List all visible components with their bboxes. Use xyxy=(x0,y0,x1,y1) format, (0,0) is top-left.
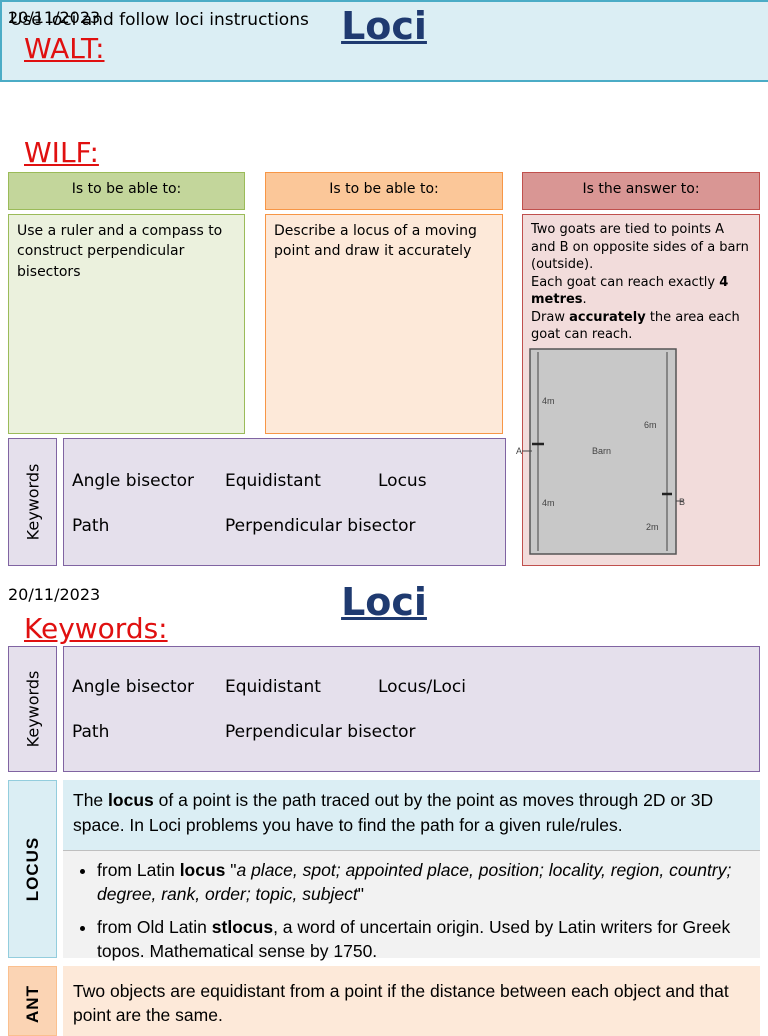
wilf-col3-header: Is the answer to: xyxy=(522,172,760,210)
keyword2-locus-loci: Locus/Loci xyxy=(378,677,466,697)
len-right-top: 6m xyxy=(644,420,657,430)
wilf-col2-text: Describe a locus of a moving point and d… xyxy=(274,223,477,260)
slide1-keywords-side: Keywords xyxy=(8,438,57,566)
goat-problem-text: Two goats are tied to points A and B on … xyxy=(531,222,749,343)
keyword-locus: Locus xyxy=(378,471,427,491)
len-top-left: 4m xyxy=(542,396,555,406)
locus-etymology: from Latin locus "a place, spot; appoint… xyxy=(63,850,760,961)
walt-box: Use loci and follow loci instructions xyxy=(0,0,768,82)
wilf-col1-text: Use a ruler and a compass to construct p… xyxy=(17,223,223,280)
wilf-col1-header: Is to be able to: xyxy=(8,172,245,210)
keyword2-angle-bisector: Angle bisector xyxy=(72,677,195,697)
slide1-title: Loci xyxy=(341,4,427,48)
equidistant-definition: Two objects are equidistant from a point… xyxy=(63,966,760,1036)
len-bottom-left: 4m xyxy=(542,498,555,508)
slide1-keywords-box: Angle bisector Equidistant Locus Path Pe… xyxy=(63,438,506,566)
equidistant-label: ANT xyxy=(22,985,42,1024)
etymology-item-2: from Old Latin stlocus, a word of uncert… xyxy=(97,916,750,963)
point-a-label: A xyxy=(516,446,522,456)
keywords-heading: Keywords: xyxy=(24,612,168,645)
keyword-path: Path xyxy=(72,516,110,536)
slide2-keywords-box: Angle bisector Equidistant Locus/Loci Pa… xyxy=(63,646,760,772)
keyword-angle-bisector: Angle bisector xyxy=(72,471,195,491)
walt-heading: WALT: xyxy=(24,32,105,65)
slide2-title: Loci xyxy=(341,580,427,624)
locus-definition: The locus of a point is the path traced … xyxy=(63,780,760,850)
slide1-keywords-label: Keywords xyxy=(23,463,42,541)
point-b-label: B xyxy=(679,497,685,507)
slide2-keywords-side: Keywords xyxy=(8,646,57,772)
locus-side: LOCUS xyxy=(8,780,57,958)
len-right-bottom: 2m xyxy=(646,522,659,532)
keyword2-path: Path xyxy=(72,722,110,742)
slide2-keywords-label: Keywords xyxy=(23,670,42,748)
keyword-equidistant: Equidistant xyxy=(225,471,321,491)
wilf-col2-header: Is to be able to: xyxy=(265,172,503,210)
keyword2-perpendicular-bisector: Perpendicular bisector xyxy=(225,722,416,742)
keyword-perpendicular-bisector: Perpendicular bisector xyxy=(225,516,416,536)
equidistant-side: ANT xyxy=(8,966,57,1036)
etymology-item-1: from Latin locus "a place, spot; appoint… xyxy=(97,859,750,906)
locus-label: LOCUS xyxy=(22,836,42,902)
wilf-heading: WILF: xyxy=(24,136,99,169)
wilf-col2-body: Describe a locus of a moving point and d… xyxy=(265,214,503,434)
barn-diagram: 4m 4m 6m 2m Barn A B xyxy=(516,348,685,555)
barn-label: Barn xyxy=(592,446,611,456)
slide2-date: 20/11/2023 xyxy=(8,585,101,604)
walt-text: Use loci and follow loci instructions xyxy=(10,10,309,30)
slide1-date: 20/11/2023 xyxy=(8,8,101,27)
wilf-col1-body: Use a ruler and a compass to construct p… xyxy=(8,214,245,434)
keyword2-equidistant: Equidistant xyxy=(225,677,321,697)
